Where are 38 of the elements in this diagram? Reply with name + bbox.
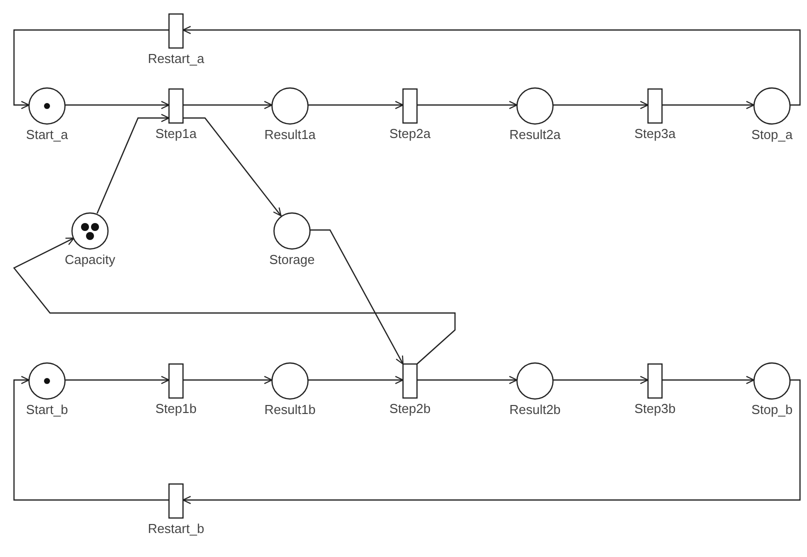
node-label: Step2b bbox=[389, 401, 431, 416]
arc-arrow bbox=[310, 229, 404, 365]
arc-arrow bbox=[13, 29, 169, 110]
node-label: Step3b bbox=[634, 401, 676, 416]
node-label: Storage bbox=[269, 252, 315, 267]
arc-arrow bbox=[65, 100, 170, 110]
node-label: Result2b bbox=[509, 402, 561, 417]
node-label: Start_b bbox=[26, 402, 68, 417]
arc-arrow bbox=[553, 376, 649, 384]
node-label: Step1b bbox=[155, 401, 197, 416]
arc-arrow bbox=[662, 376, 755, 384]
node-label: Result1b bbox=[264, 402, 316, 417]
node-label: Start_a bbox=[26, 127, 68, 142]
node-label: Stop_b bbox=[751, 402, 793, 417]
node-label: Step1a bbox=[155, 126, 197, 141]
arc-arrow bbox=[662, 100, 755, 110]
arc-arrow bbox=[182, 379, 801, 504]
arc-arrow bbox=[417, 376, 518, 384]
node-label: Result1a bbox=[264, 127, 316, 142]
arc-arrow bbox=[553, 100, 649, 110]
node-label: Stop_a bbox=[751, 127, 793, 142]
arc-arrow bbox=[308, 376, 404, 384]
node-label: Step2a bbox=[389, 126, 431, 141]
node-label: Result2a bbox=[509, 127, 561, 142]
arc-arrow bbox=[183, 376, 273, 384]
arc-arrow bbox=[308, 100, 404, 110]
node-label: Step3a bbox=[634, 126, 676, 141]
arc-arrow bbox=[96, 114, 170, 214]
node-label: Capacity bbox=[64, 252, 116, 267]
node-label: Restart_b bbox=[148, 521, 204, 536]
arc-arrow bbox=[65, 376, 170, 384]
arc-arrow bbox=[183, 100, 273, 110]
arc-arrow bbox=[182, 26, 801, 106]
arc-arrow bbox=[417, 100, 518, 110]
arc-arrow bbox=[13, 376, 169, 501]
arc-arrow bbox=[13, 238, 456, 364]
arc-arrow bbox=[183, 117, 282, 216]
node-label: Restart_a bbox=[148, 51, 204, 66]
